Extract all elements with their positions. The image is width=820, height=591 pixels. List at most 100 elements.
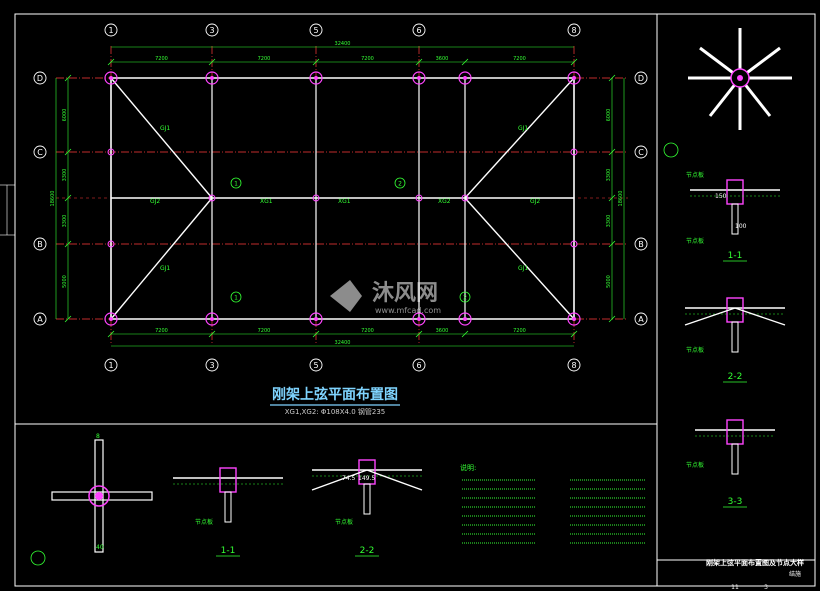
top-dim-text-0: 7200 bbox=[155, 56, 168, 62]
beam-label-2: GJ1 bbox=[160, 265, 170, 272]
drawing-frame bbox=[0, 13, 816, 587]
node-label-bottom-1: 节点板 bbox=[195, 518, 213, 526]
top-overall-text: 32400 bbox=[335, 41, 351, 47]
bottom-dim-text-4: 7200 bbox=[513, 328, 526, 334]
axis-bubble-col-1-top bbox=[104, 23, 118, 37]
axis-bubble-text-row-D-left: D bbox=[37, 74, 43, 83]
watermark-brand: 沐风网 bbox=[372, 281, 438, 306]
axis-bubble-text-col-3-bottom: 3 bbox=[209, 361, 214, 370]
section-2-2-bottom-slope-right bbox=[366, 469, 423, 491]
hip-beam-2 bbox=[110, 197, 213, 320]
drawing-title: 刚架上弦平面布置图及节点大样 bbox=[706, 558, 804, 567]
section-2-2-right-slope-left bbox=[684, 307, 736, 326]
column-core-0-2 bbox=[314, 76, 318, 80]
column-circle-1-3 bbox=[412, 312, 426, 326]
axis-bubble-text-col-1-bottom: 1 bbox=[108, 361, 113, 370]
section-1-1-bottom-stem bbox=[224, 491, 232, 523]
axis-bubble-col-3-top bbox=[205, 23, 219, 37]
hip-beam-4 bbox=[464, 197, 575, 320]
hip-beam-3 bbox=[464, 77, 575, 199]
left-tick-0 bbox=[64, 74, 72, 82]
bottom-tick-4 bbox=[461, 330, 469, 338]
section-2-2-right-stem bbox=[731, 321, 739, 353]
node-marker-3 bbox=[570, 148, 578, 156]
plan-section-marker-text-2: 2 bbox=[398, 181, 402, 188]
column-core-0-3 bbox=[417, 76, 421, 80]
left-tick-1 bbox=[64, 148, 72, 156]
node-marker-8 bbox=[461, 194, 469, 202]
axis-bubble-text-col-6-bottom: 6 bbox=[416, 361, 421, 370]
node-marker-2 bbox=[107, 240, 115, 248]
column-core-1-3 bbox=[417, 317, 421, 321]
column-circle-1-4 bbox=[458, 312, 472, 326]
column-circle-0-2 bbox=[309, 71, 323, 85]
left-tick-4 bbox=[64, 315, 72, 323]
axis-bubble-col-8-bottom bbox=[567, 358, 581, 372]
axis-bubble-text-col-5-bottom: 5 bbox=[313, 361, 318, 370]
axis-bubble-text-col-6-top: 6 bbox=[416, 26, 421, 35]
top-dim-text-1: 7200 bbox=[258, 56, 271, 62]
section-3-3-right-stem bbox=[731, 443, 739, 475]
axis-bubble-col-3-bottom bbox=[205, 358, 219, 372]
plan-section-marker-text-3: 1 bbox=[234, 295, 238, 302]
beam-label-9: GJ2 bbox=[530, 198, 540, 205]
axis-bubble-row-B-right bbox=[634, 237, 648, 251]
node-marker-1 bbox=[107, 148, 115, 156]
detail-mark-40: 40 bbox=[96, 544, 104, 551]
plan-subtitle: XG1,XG2: Φ108X4.0 钢管235 bbox=[285, 407, 386, 416]
detail-mark-150: 150 bbox=[715, 193, 727, 200]
beam-label-8: XG2 bbox=[438, 198, 451, 205]
top-dim-text-2: 7200 bbox=[361, 56, 374, 62]
column-core-1-4 bbox=[463, 317, 467, 321]
axis-bubble-col-1-bottom bbox=[104, 358, 118, 372]
bottom-dim-text-3: 3600 bbox=[436, 328, 449, 334]
node-marker-6 bbox=[312, 194, 320, 202]
bottom-tick-3 bbox=[415, 330, 423, 338]
column-circle-1-2 bbox=[309, 312, 323, 326]
section-1-1-right-stem bbox=[731, 203, 739, 235]
section-1-1-right-node-plate bbox=[726, 179, 744, 205]
bottom-tick-5 bbox=[570, 330, 578, 338]
hip-beam-1 bbox=[110, 77, 213, 199]
section-title-2-2-bottom: 2-2 bbox=[360, 546, 375, 556]
sheet-number-left: 11 bbox=[731, 584, 739, 591]
axis-bubble-col-6-bottom bbox=[412, 358, 426, 372]
node-label-right-4: 节点板 bbox=[686, 461, 704, 469]
axis-bubble-text-col-8-bottom: 8 bbox=[571, 361, 576, 370]
axis-bubble-col-5-bottom bbox=[309, 358, 323, 372]
section-2-2-right-slope-right bbox=[734, 307, 786, 326]
cross-detail-marker bbox=[30, 550, 46, 566]
left-dim-text-3: 5000 bbox=[62, 275, 68, 288]
node-label-bottom-2: 节点板 bbox=[335, 518, 353, 526]
axis-bubble-text-row-B-left: B bbox=[37, 240, 43, 249]
right-dim-text-2: 3300 bbox=[606, 215, 612, 228]
top-dim-text-3: 3600 bbox=[436, 56, 449, 62]
axis-bubble-row-C-left bbox=[33, 145, 47, 159]
column-core-1-5 bbox=[572, 317, 576, 321]
beam-label-7: XG1 bbox=[338, 198, 351, 205]
axis-bubble-row-A-right bbox=[634, 312, 648, 326]
watermark-url: www.mfcad.com bbox=[375, 306, 441, 315]
plan-section-marker-4 bbox=[459, 291, 471, 303]
radial-detail-marker bbox=[663, 142, 679, 158]
bottom-tick-0 bbox=[107, 330, 115, 338]
node-details bbox=[30, 28, 792, 566]
section-1-1-bottom-node-plate bbox=[219, 467, 237, 493]
bottom-dim-text-2: 7200 bbox=[361, 328, 374, 334]
axis-bubble-text-row-C-left: C bbox=[37, 148, 43, 157]
column-core-0-1 bbox=[210, 76, 214, 80]
axis-bubble-text-row-A-left: A bbox=[37, 315, 43, 324]
node-marker-7 bbox=[415, 194, 423, 202]
top-tick-1 bbox=[208, 58, 216, 66]
column-circle-0-4 bbox=[458, 71, 472, 85]
column-core-0-5 bbox=[572, 76, 576, 80]
column-core-0-4 bbox=[463, 76, 467, 80]
node-marker-4 bbox=[570, 240, 578, 248]
column-circle-1-5 bbox=[567, 312, 581, 326]
left-dim-text-1: 3300 bbox=[62, 169, 68, 182]
axis-bubble-row-C-right bbox=[634, 145, 648, 159]
